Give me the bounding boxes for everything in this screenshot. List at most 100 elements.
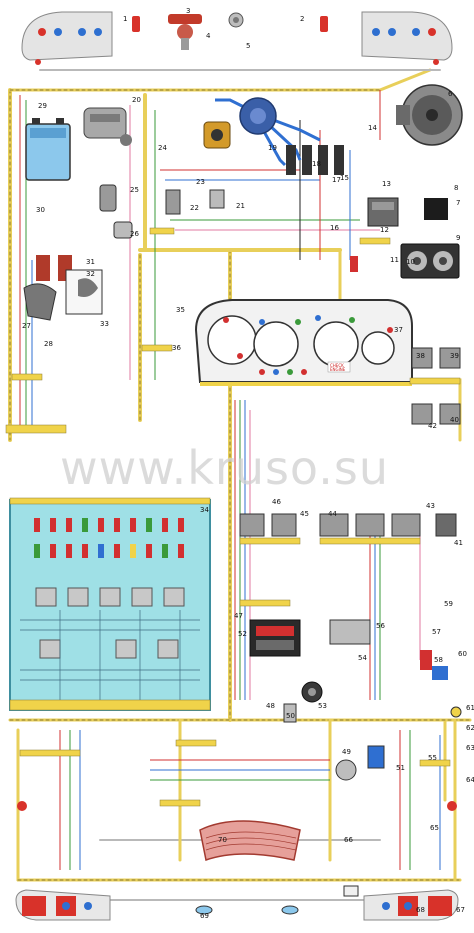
check-engine-text-line2: ENGINE — [330, 367, 346, 372]
fuse-row — [34, 518, 184, 558]
relay-row — [35, 587, 185, 659]
component-label-5: 5 — [246, 42, 250, 50]
component-label-35: 35 — [176, 306, 185, 314]
spark-plug-icon — [318, 145, 328, 175]
component-label-29: 29 — [38, 102, 47, 110]
component-label-11: 11 — [390, 256, 399, 264]
component-label-46: 46 — [272, 498, 281, 506]
lamp-icon — [372, 28, 380, 36]
component-label-31: 31 — [86, 258, 95, 266]
watermark: www.kruso.su — [60, 441, 389, 495]
component-label-32: 32 — [86, 270, 95, 278]
component-label-54: 54 — [358, 654, 367, 662]
component-label-38: 38 — [416, 352, 425, 360]
component-label-49: 49 — [342, 748, 351, 756]
component-label-68: 68 — [416, 906, 425, 914]
lamp-icon — [78, 28, 86, 36]
fuse-relay-box — [9, 497, 211, 711]
right-switches — [411, 347, 461, 425]
lamp-icon — [428, 28, 436, 36]
component-label-59: 59 — [444, 600, 453, 608]
component-label-12: 12 — [380, 226, 389, 234]
component-label-39: 39 — [450, 352, 459, 360]
component-label-1: 1 — [123, 15, 127, 23]
tail-light-left — [15, 889, 111, 921]
component-label-63: 63 — [466, 744, 474, 752]
component-label-43: 43 — [426, 502, 435, 510]
component-label-34: 34 — [200, 506, 209, 514]
component-label-24: 24 — [158, 144, 167, 152]
starter-motor — [83, 107, 132, 146]
component-label-30: 30 — [36, 206, 45, 214]
component-label-8: 8 — [454, 184, 458, 192]
component-label-20: 20 — [132, 96, 141, 104]
component-label-9: 9 — [456, 234, 460, 242]
component-label-57: 57 — [432, 628, 441, 636]
alternator — [396, 84, 463, 146]
horn-icon — [23, 283, 57, 321]
battery — [25, 118, 71, 181]
component-label-42: 42 — [428, 422, 437, 430]
side-repeater-lamps — [35, 16, 439, 65]
component-label-67: 67 — [456, 906, 465, 914]
component-label-52: 52 — [238, 630, 247, 638]
component-label-18: 18 — [312, 160, 321, 168]
component-label-64: 64 — [466, 776, 474, 784]
component-label-28: 28 — [44, 340, 53, 348]
component-label-22: 22 — [190, 204, 199, 212]
component-label-50: 50 — [286, 712, 295, 720]
gauge-icon — [313, 321, 359, 367]
check-engine-text-line1: CHECK — [330, 363, 344, 368]
component-label-6: 6 — [448, 90, 453, 98]
spark-plug-icon — [334, 145, 344, 175]
component-label-65: 65 — [430, 824, 439, 832]
engine-ecu-block — [367, 197, 460, 279]
component-label-70: 70 — [218, 836, 227, 844]
component-label-58: 58 — [434, 656, 443, 664]
ignition-system — [203, 97, 344, 175]
component-label-17: 17 — [332, 176, 341, 184]
lamp-icon — [388, 28, 396, 36]
component-label-69: 69 — [200, 912, 209, 920]
component-label-14: 14 — [368, 124, 377, 132]
lamp-icon — [412, 28, 420, 36]
connector-blocks — [5, 227, 461, 807]
component-label-15: 15 — [340, 174, 349, 182]
component-label-55: 55 — [428, 754, 437, 762]
component-label-4: 4 — [206, 32, 211, 40]
component-label-2: 2 — [300, 15, 304, 23]
gauge-icon — [361, 331, 395, 365]
component-label-27: 27 — [22, 322, 31, 330]
lower-components — [283, 650, 462, 781]
lamp-icon — [38, 28, 46, 36]
gauge-icon — [207, 315, 257, 365]
component-label-66: 66 — [344, 836, 353, 844]
spark-plug-icon — [286, 145, 296, 175]
component-label-16: 16 — [330, 224, 339, 232]
component-label-48: 48 — [266, 702, 275, 710]
component-label-3: 3 — [186, 7, 190, 15]
license-plate-lamps — [195, 885, 359, 915]
spark-plug-icon — [302, 145, 312, 175]
component-label-45: 45 — [300, 510, 309, 518]
component-label-13: 13 — [382, 180, 391, 188]
component-label-51: 51 — [396, 764, 405, 772]
fuse-box-internal-wiring — [20, 610, 200, 700]
component-label-25: 25 — [130, 186, 139, 194]
component-label-37: 37 — [394, 326, 403, 334]
component-label-23: 23 — [196, 178, 205, 186]
component-label-10: 10 — [406, 258, 415, 266]
component-label-19: 19 — [268, 144, 277, 152]
lamp-icon — [94, 28, 102, 36]
component-label-56: 56 — [376, 622, 385, 630]
component-label-62: 62 — [466, 724, 474, 732]
left-bay-components — [23, 184, 358, 321]
horn — [228, 12, 244, 28]
component-label-33: 33 — [100, 320, 109, 328]
component-label-60: 60 — [458, 650, 467, 658]
gauge-icon — [253, 321, 299, 367]
component-label-47: 47 — [234, 612, 243, 620]
component-label-36: 36 — [172, 344, 181, 352]
